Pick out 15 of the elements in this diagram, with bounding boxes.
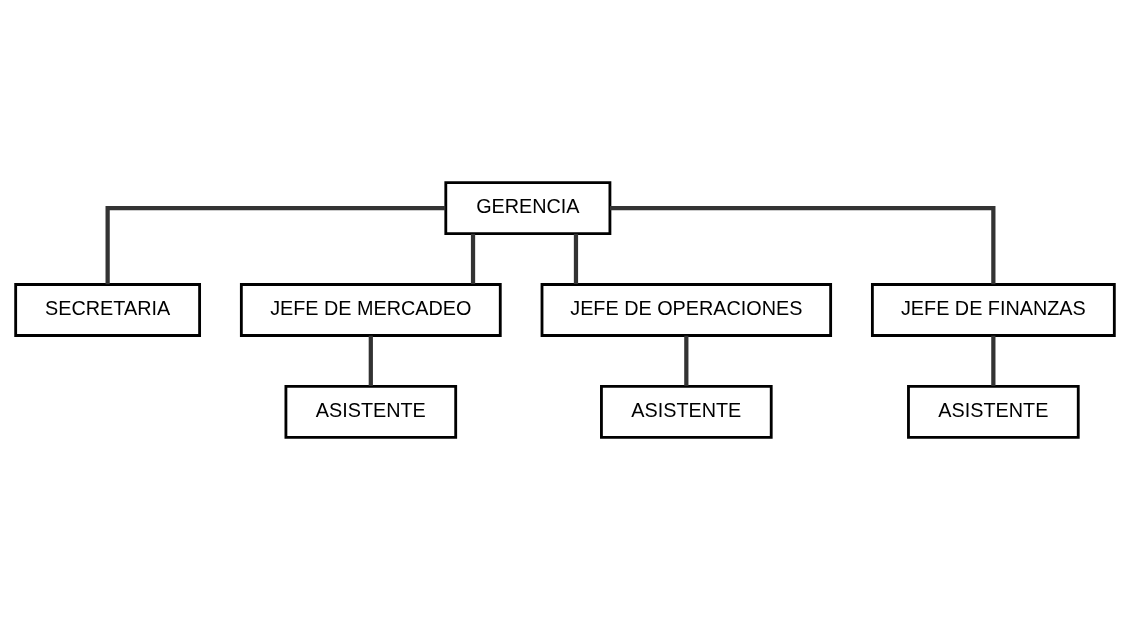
connector — [573, 233, 579, 284]
node-box: JEFE DE FINANZAS — [870, 283, 1116, 337]
connector — [368, 335, 373, 386]
node-box: ASISTENTE — [600, 385, 773, 439]
node-box: ASISTENTE — [284, 385, 458, 439]
connector — [105, 206, 446, 285]
node-box: JEFE DE MERCADEO — [239, 283, 502, 337]
node-box: ASISTENTE — [907, 385, 1080, 439]
connector — [610, 206, 996, 285]
node-box: SECRETARIA — [14, 283, 201, 337]
connector — [684, 335, 689, 386]
node-box: GERENCIA — [444, 181, 612, 235]
connector — [470, 233, 476, 284]
connector — [991, 335, 996, 386]
node-box: JEFE DE OPERACIONES — [540, 283, 833, 337]
